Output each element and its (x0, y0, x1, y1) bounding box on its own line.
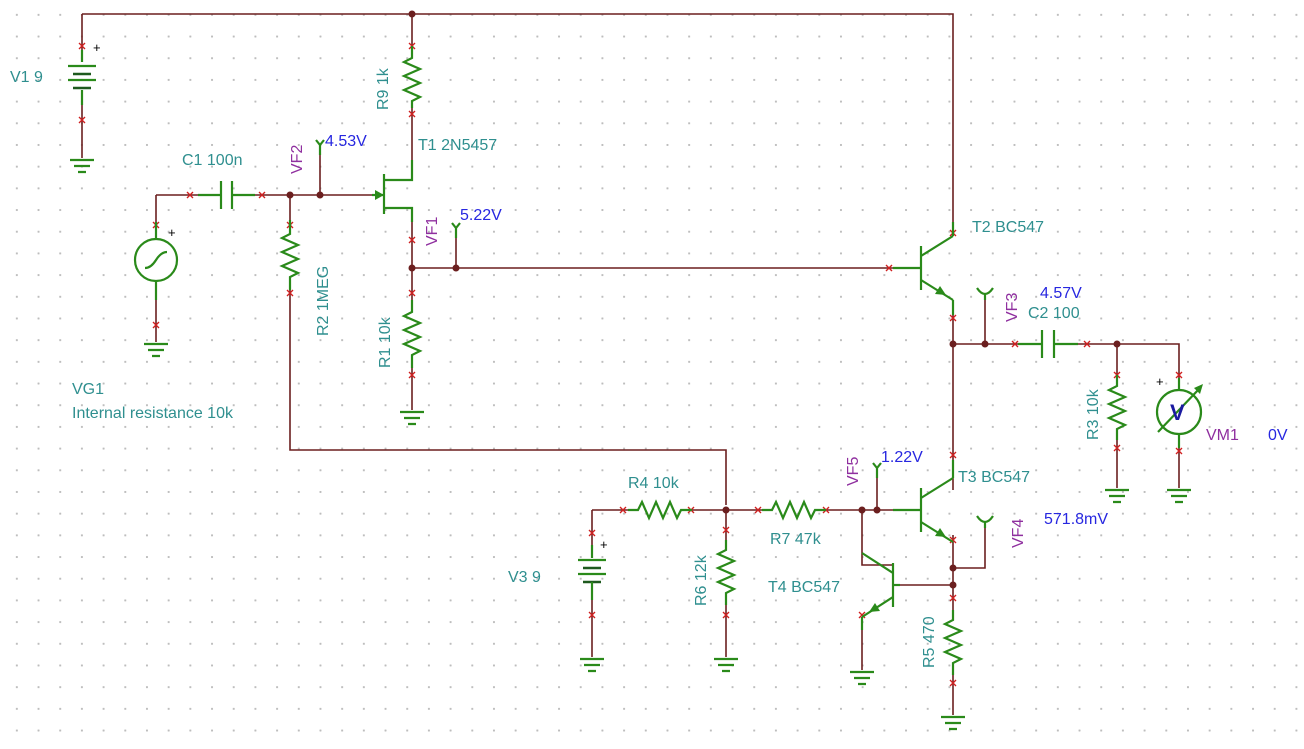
probe-flags (315, 139, 994, 528)
label-c1: C1 100n (182, 152, 243, 169)
probe-label-vf4: VF4 (1010, 519, 1027, 548)
label-t4: T4 BC547 (768, 579, 840, 596)
label-c2: C2 100 (1028, 305, 1080, 322)
jfet-t1[interactable] (372, 160, 414, 222)
capacitor-c1[interactable] (198, 181, 255, 209)
label-r3: R3 10k (1085, 388, 1102, 440)
resistor-r6[interactable] (715, 540, 737, 605)
battery-v3[interactable] (578, 545, 606, 600)
resistor-r2[interactable] (279, 220, 301, 290)
label-r2: R2 1MEG (315, 266, 332, 336)
label-vm1: VM1 (1206, 427, 1239, 444)
probe-label-vf1: VF1 (424, 217, 441, 246)
label-r1: R1 10k (377, 316, 394, 368)
probe-value-vf2: 4.53V (325, 133, 367, 150)
resistor-r7[interactable] (762, 499, 826, 521)
capacitor-c2[interactable] (1018, 330, 1078, 358)
probe-value-vf5: 1.22V (881, 449, 923, 466)
label-t2: T2 BC547 (972, 219, 1044, 236)
probe-value-vf3: 4.57V (1040, 285, 1082, 302)
plus-sign: + (93, 40, 101, 55)
label-r4: R4 10k (628, 475, 680, 492)
resistor-r1[interactable] (401, 300, 423, 368)
probe-value-vf1: 5.22V (460, 207, 502, 224)
bjt-t3[interactable] (893, 460, 955, 543)
readout-vm1: 0V (1268, 427, 1288, 444)
label-r6: R6 12k (693, 554, 710, 606)
battery-v1[interactable] (68, 50, 96, 105)
probe-label-vf3: VF3 (1004, 293, 1021, 322)
signal-generator-vg1[interactable] (133, 222, 179, 300)
ground-icons (70, 158, 1191, 731)
label-t3: T3 BC547 (958, 469, 1030, 486)
label-v3: V3 9 (508, 569, 541, 586)
resistor-r5[interactable] (942, 610, 964, 675)
label-vg1-note: Internal resistance 10k (72, 405, 234, 422)
pin-markers (78, 42, 1183, 687)
wires (81, 13, 1180, 715)
resistor-r4[interactable] (628, 499, 692, 521)
bjt-t2[interactable] (893, 222, 955, 315)
voltmeter-vm1[interactable]: V (1155, 378, 1203, 448)
label-vg1: VG1 (72, 381, 104, 398)
probe-label-vf5: VF5 (845, 457, 862, 486)
label-r7: R7 47k (770, 531, 822, 548)
plus-sign: + (168, 225, 176, 240)
svg-text:V: V (1170, 400, 1185, 425)
resistor-r9[interactable] (401, 46, 423, 108)
resistor-r3[interactable] (1106, 375, 1128, 440)
plus-sign: + (600, 537, 608, 552)
label-v1: V1 9 (10, 69, 43, 86)
bjt-t4[interactable] (860, 552, 900, 630)
label-t1: T1 2N5457 (418, 137, 497, 154)
readout-r3-voltage: 571.8mV (1044, 511, 1108, 528)
plus-sign: + (1156, 374, 1164, 389)
junction-dots (286, 10, 1121, 589)
probe-label-vf2: VF2 (289, 145, 306, 174)
label-r9: R9 1k (375, 67, 392, 110)
label-r5: R5 470 (921, 616, 938, 668)
